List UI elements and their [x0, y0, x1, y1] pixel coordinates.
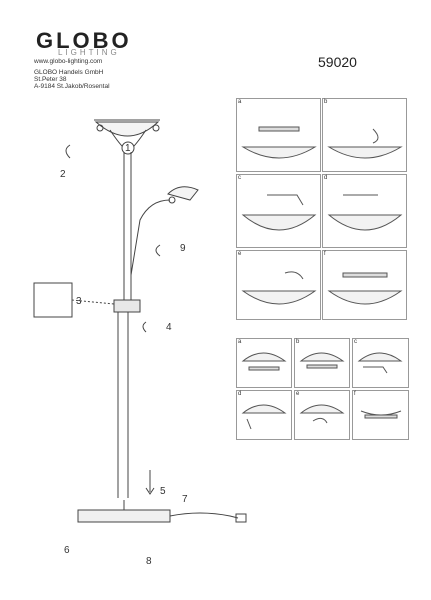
- step-cell: a: [236, 98, 321, 172]
- step-cell: c: [236, 174, 321, 248]
- address-line-2: St.Peter 38: [34, 76, 67, 83]
- callout-3: 3: [76, 296, 82, 307]
- step-cell: e: [236, 250, 321, 320]
- callout-7: 7: [182, 494, 188, 505]
- callout-1: 1: [125, 143, 131, 154]
- instruction-panel-top: a b c d e f: [236, 98, 407, 320]
- website-text: www.globo-lighting.com: [34, 58, 103, 65]
- callout-4: 4: [166, 322, 172, 333]
- step-cell: e: [294, 390, 350, 440]
- callout-8: 8: [146, 556, 152, 567]
- step-cell: d: [322, 174, 407, 248]
- callout-5: 5: [160, 486, 166, 497]
- step-cell: c: [352, 338, 409, 388]
- step-cell: f: [322, 250, 407, 320]
- step-cell: d: [236, 390, 292, 440]
- callout-9: 9: [180, 243, 186, 254]
- step-cell: a: [236, 338, 292, 388]
- step-cell: b: [322, 98, 407, 172]
- address-line-1: GLOBO Handels GmbH: [34, 69, 104, 76]
- brand-logo: GLOBO: [36, 28, 132, 53]
- step-cell: b: [294, 338, 350, 388]
- callout-2: 2: [60, 169, 66, 180]
- brand-subtitle: LIGHTING: [58, 48, 120, 57]
- model-number: 59020: [318, 54, 357, 70]
- address-line-3: A-9184 St.Jakob/Rosental: [34, 83, 110, 90]
- callout-6: 6: [64, 545, 70, 556]
- instruction-panel-bottom: a b c d e f: [236, 338, 409, 440]
- step-cell: f: [352, 390, 409, 440]
